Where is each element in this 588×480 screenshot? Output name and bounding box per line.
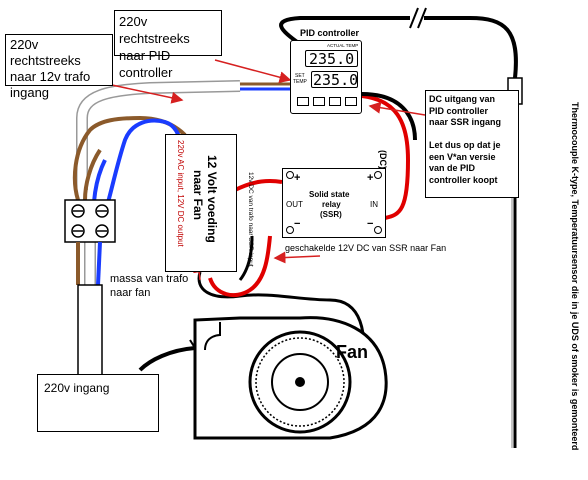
dc-note-line-8: controller koopt: [429, 174, 498, 185]
actual-temp-display: 235.0: [305, 50, 358, 68]
ssr-terminal-tr: [374, 171, 382, 179]
dc-note-line-6: een V*an versie: [429, 151, 496, 162]
supply-red: [234, 179, 283, 192]
thermocouple-wire: [279, 16, 518, 79]
mains-cable-end: [77, 284, 103, 376]
ssr-title-3: (SSR): [320, 210, 342, 219]
ssr-out: OUT: [286, 200, 303, 209]
switched-note: geschakelde 12V DC van SSR naar Fan: [285, 243, 447, 253]
thermocouple-note: Thermocouple K-type, Temperatuursensor d…: [570, 102, 580, 451]
ssr-minus-right: −: [367, 218, 374, 230]
set-temp-value: 235.0: [313, 71, 359, 89]
set-temp-display: 235.0: [311, 71, 359, 89]
mains-in-box: 220v ingang: [37, 374, 159, 432]
dc-note-box: DC uitgang van PID controller naar SSR i…: [425, 90, 519, 198]
fan-label: Fan: [336, 342, 369, 362]
dc-note-line-3: naar SSR ingang: [429, 117, 502, 127]
ssr-title-2: relay: [322, 200, 341, 209]
trafo-label-text: 220v rechtstreeks naar 12v trafo ingang: [10, 37, 91, 100]
dc-marker: (DC): [378, 150, 388, 169]
wire-break-top: [409, 7, 427, 29]
ssr-terminal-tl: [286, 171, 294, 179]
dc-note-line-7: van de PID: [429, 163, 476, 173]
pid-key-4[interactable]: [345, 97, 357, 106]
dc-note-line-2: PID controller: [429, 105, 489, 116]
actual-temp-label: ACTUAL TEMP: [327, 43, 359, 48]
blue-wire: [98, 118, 182, 231]
terminal-block: [64, 199, 116, 243]
set-temp-label-1: SET: [295, 73, 305, 79]
dc-wire-black: [361, 92, 417, 141]
fan-hub: [295, 377, 305, 387]
pid-key-2[interactable]: [313, 97, 325, 106]
set-temp-label-2: TEMP: [293, 79, 307, 85]
ssr-title-1: Solid state: [309, 190, 350, 199]
actual-temp-value: 235.0: [309, 50, 355, 68]
supply-black: [197, 271, 366, 381]
ssr-minus-left: −: [294, 218, 301, 230]
pid-key-1[interactable]: [297, 97, 309, 106]
pid-key-3[interactable]: [329, 97, 341, 106]
pid-label-box: 220v rechtstreeks naar PID controller: [114, 10, 222, 80]
pid-label-text: 220v rechtstreeks naar PID controller: [119, 14, 190, 80]
arrow-to-pid: [214, 59, 292, 84]
switched-red: [208, 235, 272, 298]
fan-wire: [138, 346, 196, 372]
ssr-plus-left: +: [294, 172, 301, 184]
mains-in-text: 220v ingang: [44, 381, 110, 395]
arrow-dc-note: [368, 101, 426, 116]
ssr-terminal-br: [374, 226, 382, 234]
ssr: [282, 168, 386, 238]
supply-title-2: naar Fan: [191, 170, 205, 221]
dc-note-line-1: DC uitgang van: [429, 94, 496, 104]
pid-title: PID controller: [300, 28, 360, 38]
ssr-in: IN: [370, 200, 378, 209]
ssr-terminal-bl: [286, 226, 294, 234]
ssr-plus-right: +: [367, 172, 374, 184]
trafo-label-box: 220v rechtstreeks naar 12v trafo ingang: [5, 34, 113, 100]
arrow-switched: [273, 251, 321, 264]
ssr-side-note: 12v DC van trafo naar SSR input: [247, 172, 254, 267]
dc-note-line-5: Let dus op dat je: [429, 140, 501, 150]
ground-note: massa van trafo naar fan: [110, 273, 189, 299]
arrow-to-trafo: [111, 84, 184, 104]
supply-title-1: 12 Volt voeding: [205, 155, 219, 243]
supply-subtitle: 220v AC input, 12V DC output: [176, 140, 185, 247]
dc-note-line-4: [429, 129, 515, 141]
power-supply: [165, 134, 237, 272]
dc-wire-red: [361, 94, 411, 220]
